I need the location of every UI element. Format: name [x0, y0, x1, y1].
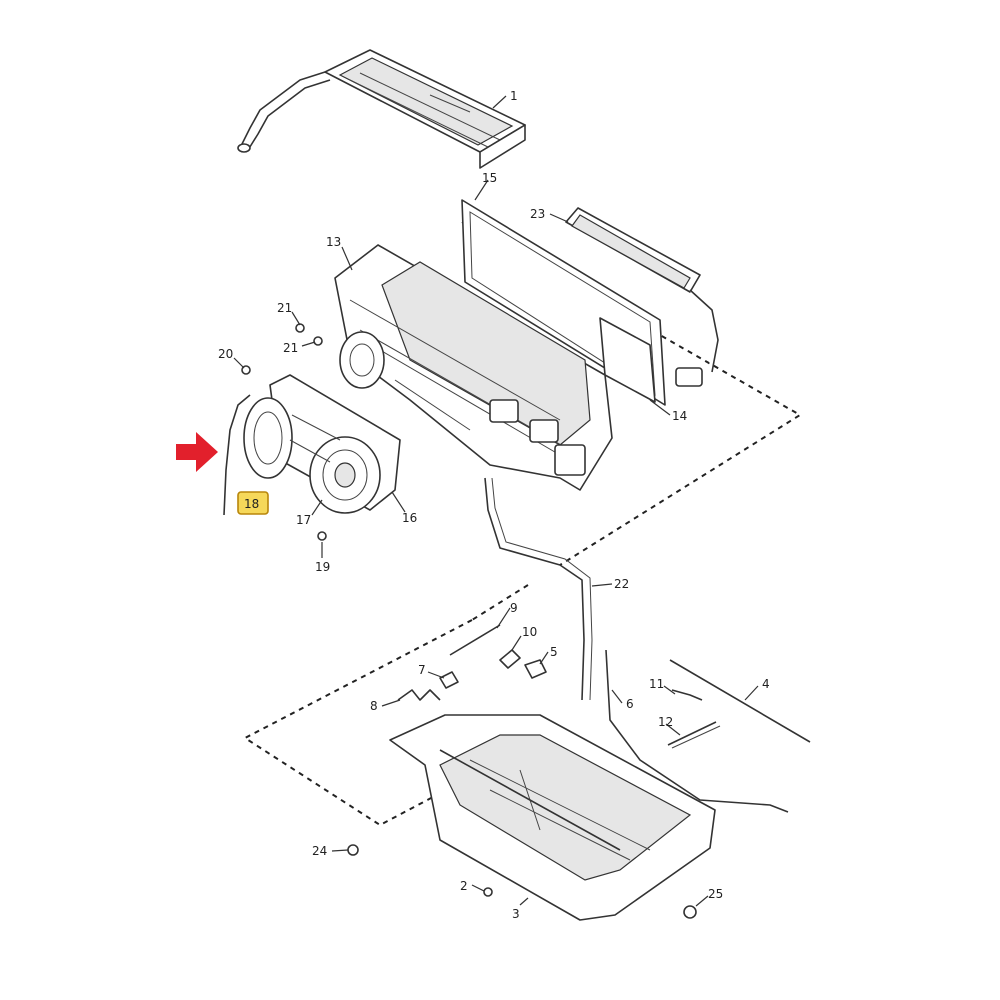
callout-11: 11 [649, 677, 664, 691]
callout-10: 10 [522, 625, 537, 639]
callout-23: 23 [530, 207, 545, 221]
highlight-box-18 [237, 491, 269, 515]
callout-8: 8 [370, 699, 378, 713]
fasteners [241, 323, 697, 919]
callout-1: 1 [510, 89, 518, 103]
callout-4: 4 [762, 677, 770, 691]
callout-21-a: 21 [277, 301, 292, 315]
callout-12: 12 [658, 715, 673, 729]
callout-2: 2 [460, 879, 468, 893]
callout-3: 3 [512, 907, 520, 921]
leader-lines [233, 95, 759, 907]
callout-5: 5 [550, 645, 558, 659]
callout-14: 14 [672, 409, 687, 423]
callout-16: 16 [402, 511, 417, 525]
callout-24: 24 [312, 844, 327, 858]
callout-9: 9 [510, 601, 518, 615]
callout-21-b: 21 [283, 341, 298, 355]
callout-18: 18 [244, 497, 259, 511]
callout-labels: 1 15 23 13 21 21 20 14 18 16 17 19 22 9 … [218, 89, 770, 921]
part-23-evaporator [565, 207, 719, 387]
callout-25: 25 [708, 887, 723, 901]
part-22-drain-hose [484, 477, 593, 701]
part-18-harness [223, 394, 251, 516]
part-3-lower-tray [389, 714, 716, 921]
callout-13: 13 [326, 235, 341, 249]
part-13-housing [334, 244, 613, 491]
part-17-blower-motor [243, 374, 401, 514]
callout-6: 6 [626, 697, 634, 711]
part-14-side-panel [599, 317, 656, 403]
callout-19: 19 [315, 560, 330, 574]
callout-22: 22 [614, 577, 629, 591]
callout-17: 17 [296, 513, 311, 527]
small-parts [397, 624, 721, 749]
callout-15: 15 [482, 171, 497, 185]
pointer-arrow-icon [176, 432, 218, 472]
callout-7: 7 [418, 663, 426, 677]
callout-20: 20 [218, 347, 233, 361]
part-4-rod [669, 659, 811, 743]
part-1-heater-core [237, 49, 526, 169]
